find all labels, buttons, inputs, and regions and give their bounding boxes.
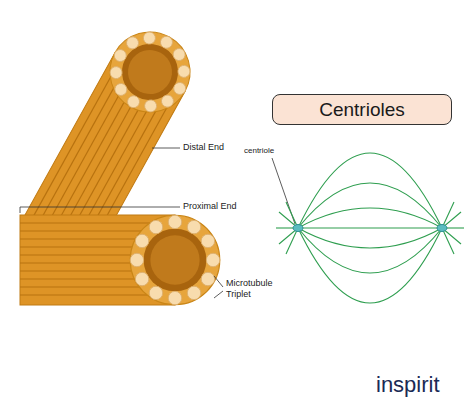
part-label: Distal End (183, 142, 224, 153)
box-title: Centrioles (319, 99, 405, 121)
watermark: inspirit (376, 371, 440, 399)
part-label: Microtubule Triplet (226, 278, 288, 300)
leader-lines (20, 148, 295, 298)
title-box: Centrioles (272, 94, 452, 125)
centriole-dot (293, 225, 303, 232)
spindle-fibres (276, 153, 464, 303)
part-label: Proximal End (183, 201, 237, 212)
part-label: centriole (244, 146, 274, 156)
centriole-dot (437, 225, 447, 232)
proximal-cylinder (20, 215, 220, 305)
